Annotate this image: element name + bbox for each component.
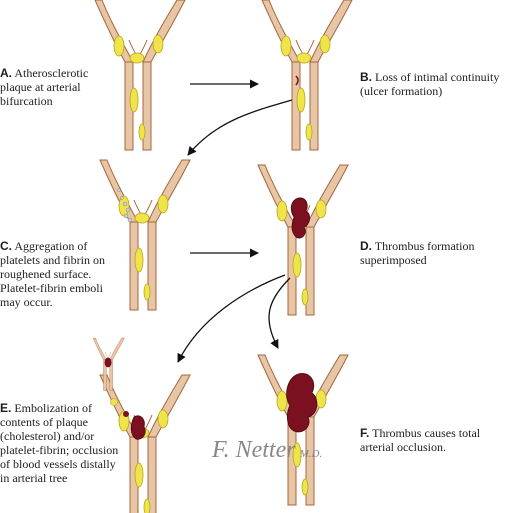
caption-d: D. Thrombus formation superimposed bbox=[360, 239, 475, 267]
thrombus-fragment bbox=[130, 415, 146, 440]
thrombus bbox=[290, 197, 310, 239]
arrow-b-to-c bbox=[187, 99, 293, 156]
occlusive-thrombus bbox=[286, 373, 318, 433]
platelet-aggregate bbox=[117, 188, 133, 223]
arrows bbox=[177, 79, 293, 363]
caption-e: E. Embolization of contents of plaque (c… bbox=[0, 401, 119, 485]
caption-b: B. Loss of intimal continuity (ulcer for… bbox=[360, 70, 500, 98]
caption-c: C. Aggregation of platelets and fibrin o… bbox=[0, 239, 105, 309]
caption-f: F. Thrombus causes total arterial occlus… bbox=[360, 426, 481, 454]
panel-f-vessel bbox=[257, 354, 349, 506]
arrow-d-to-e bbox=[177, 274, 286, 363]
panel-e-vessel bbox=[99, 374, 191, 513]
panel-d-vessel bbox=[257, 164, 349, 316]
panel-c-vessel bbox=[99, 159, 191, 311]
panel-e-distal-vessel bbox=[92, 337, 125, 391]
caption-a: A. Atherosclerotic plaque at arterial bi… bbox=[0, 66, 89, 108]
panel-b-vessel bbox=[261, 0, 353, 151]
panel-a-vessel bbox=[94, 0, 186, 151]
arrow-d-to-f bbox=[268, 277, 291, 349]
ulcer-mark bbox=[295, 75, 299, 86]
embolus-particles bbox=[110, 398, 129, 417]
